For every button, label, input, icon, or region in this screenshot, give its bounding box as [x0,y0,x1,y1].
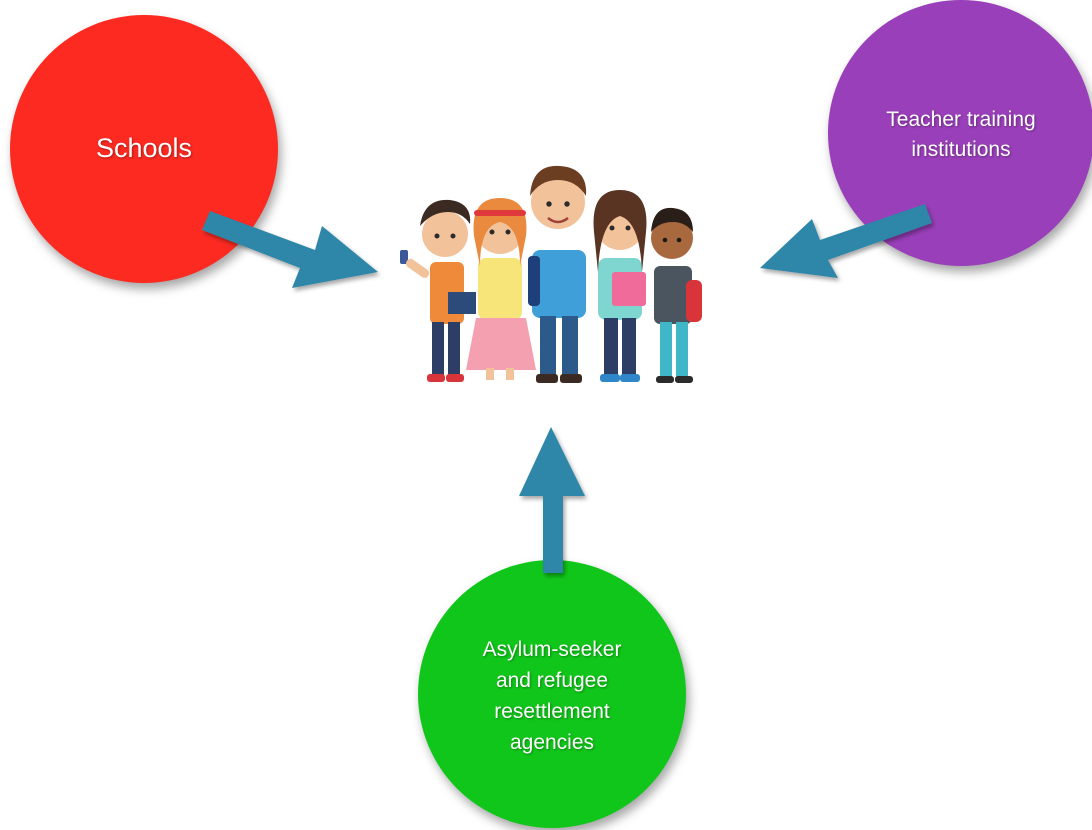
child-figure [466,198,536,380]
children-group-illustration [400,165,702,383]
schools-node: Schools [10,15,278,283]
child-figure [593,190,647,382]
child-figure [528,165,587,383]
arrow-teacher-training-to-students [760,204,932,278]
arrow-asylum-agencies-to-students [519,427,585,573]
child-figure [400,199,476,382]
schools-label: Schools [95,133,193,163]
child-figure [651,207,702,383]
arrow-schools-to-students [202,211,378,288]
